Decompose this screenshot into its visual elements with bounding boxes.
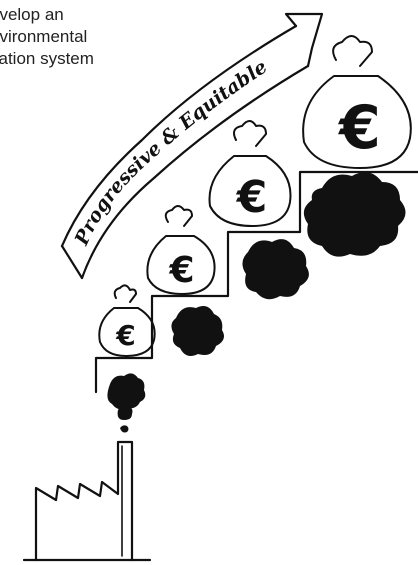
caption-line-3: xation system [0,49,94,68]
money-bag: € [208,120,292,227]
money-bag: € [302,35,412,169]
pollution-cloud [242,239,309,300]
money-bag: € [98,284,156,357]
pollution-cloud [303,172,406,257]
euro-icon: € [168,250,194,291]
staircase [94,170,418,394]
caption-line-1: evelop an [0,5,64,24]
euro-icon: € [115,319,135,352]
factory-icon [22,440,152,562]
euro-icon: € [337,93,381,163]
progress-arrow: Progressive & Equitable [60,12,324,280]
pollution-cloud [107,373,146,433]
euro-icon: € [236,172,268,223]
money-bag: € [146,205,216,295]
pollution-cloud [171,306,224,356]
